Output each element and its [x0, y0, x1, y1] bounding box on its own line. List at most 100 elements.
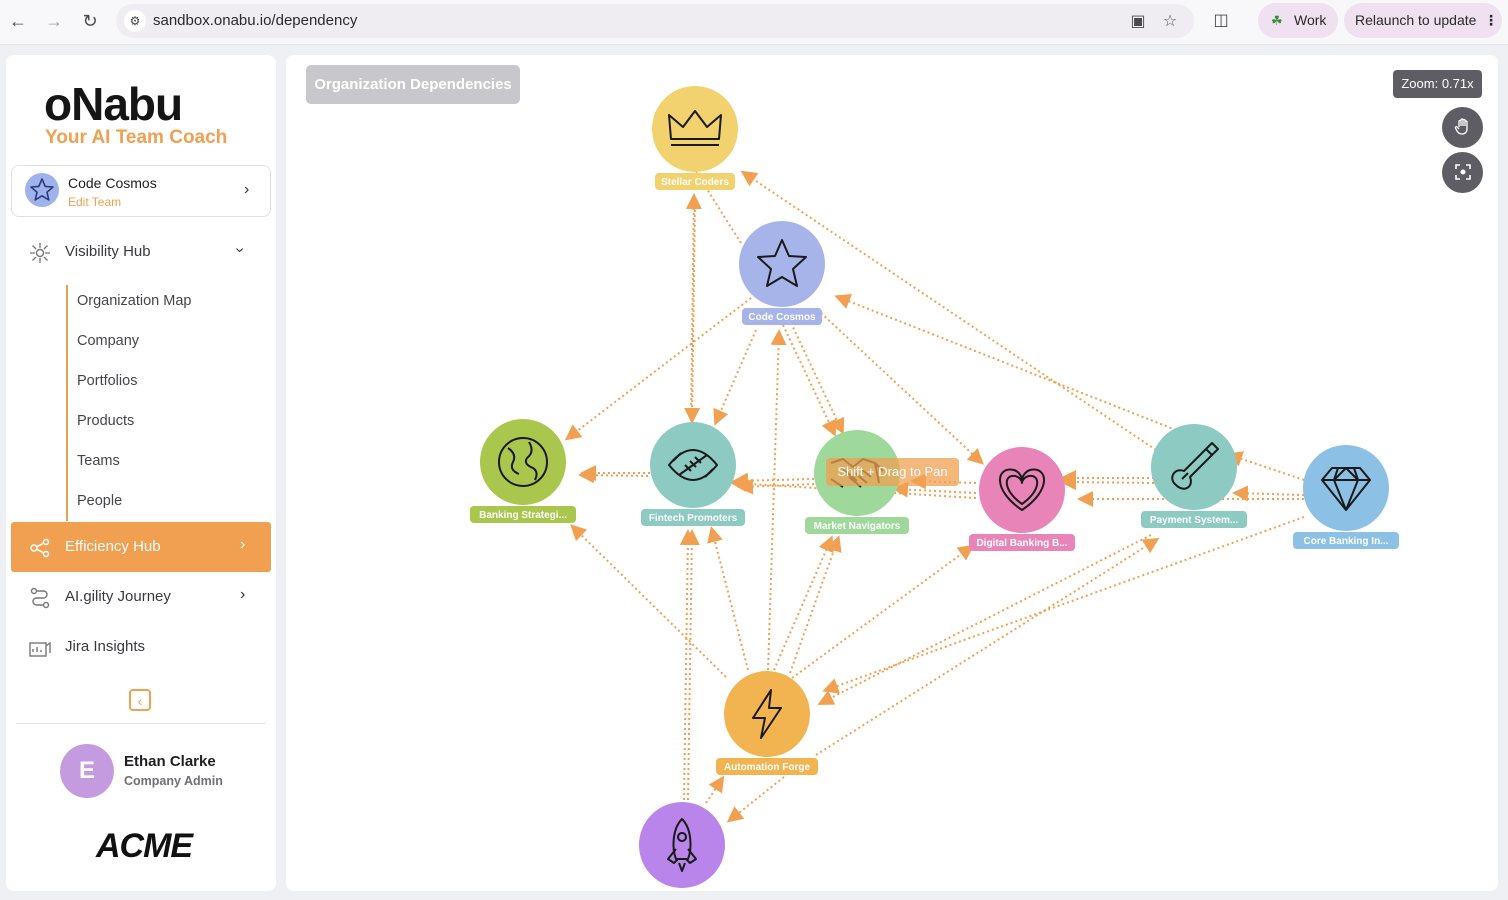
edge: [789, 535, 842, 674]
edge: [726, 776, 785, 823]
node-label: Core Banking In...: [1303, 536, 1388, 547]
chevron-right-icon: ›: [240, 586, 246, 603]
more-menu-icon[interactable]: ⋮: [1484, 12, 1498, 28]
edge: [834, 293, 1177, 431]
address-bar[interactable]: ⚙ sandbox.onabu.io/dependency ▣ ☆: [116, 4, 1194, 38]
fit-view-button[interactable]: [1442, 152, 1483, 193]
bookmark-star-icon[interactable]: ☆: [1162, 13, 1178, 30]
profile-button[interactable]: ☘ Work: [1258, 3, 1338, 38]
team-selector[interactable]: Code Cosmos Edit Team ›: [11, 165, 271, 217]
edge: [684, 199, 701, 424]
node-circle[interactable]: [639, 802, 725, 888]
football-icon: [668, 449, 718, 481]
edge: [1226, 451, 1305, 481]
user-avatar[interactable]: E: [60, 744, 114, 798]
page-title: Organization Dependencies: [306, 65, 520, 104]
sidebar-subitem-products[interactable]: Products: [77, 413, 135, 429]
sidebar-item-jira-insights[interactable]: Jira Insights: [11, 622, 271, 672]
node-cosmos[interactable]: Code Cosmos: [739, 221, 825, 325]
node-forge[interactable]: Automation Forge: [716, 671, 818, 775]
reload-icon[interactable]: ↻: [82, 11, 98, 31]
chevron-right-icon: ›: [240, 536, 246, 553]
onabu-logo[interactable]: oNabu Your AI Team Coach: [44, 78, 227, 148]
company-logo: ACME: [96, 827, 193, 865]
back-icon[interactable]: ←: [9, 11, 27, 31]
sidebar-subitem-people[interactable]: People: [77, 493, 123, 509]
collapse-sidebar-button[interactable]: ‹: [129, 689, 151, 711]
sidebar-item-label: Visibility Hub: [65, 243, 151, 260]
url-text: sandbox.onabu.io/dependency: [153, 12, 358, 29]
node-banking[interactable]: Banking Strategi...: [470, 419, 576, 523]
zoom-level: Zoom: 0.71x: [1393, 70, 1482, 98]
site-settings-icon[interactable]: ⚙: [124, 10, 146, 32]
node-payment[interactable]: Payment System...: [1141, 424, 1247, 528]
user-role: Company Admin: [124, 774, 223, 788]
heart-icon: [999, 468, 1045, 511]
sidebar-item-efficiency-hub[interactable]: Efficiency Hub ›: [11, 522, 271, 572]
logo-text: oNabu: [44, 78, 183, 130]
sidebar-divider: [16, 723, 266, 724]
node-circle[interactable]: [652, 86, 738, 172]
edge: [791, 544, 975, 679]
node-label-badge: [969, 534, 1075, 551]
pan-hint-tooltip: Shift + Drag to Pan: [826, 458, 959, 486]
node-circle[interactable]: [739, 221, 825, 307]
node-label: Payment System...: [1150, 515, 1239, 526]
sidebar-subitem-portfolios[interactable]: Portfolios: [77, 373, 138, 389]
node-label-badge: [742, 308, 822, 325]
edge: [892, 481, 977, 498]
node-circle[interactable]: [1303, 445, 1389, 531]
relaunch-button[interactable]: Relaunch to update ⋮: [1344, 3, 1502, 38]
team-avatar: [25, 173, 59, 207]
node-label-badge: [655, 173, 735, 190]
sidebar-subitem-organization-map[interactable]: Organization Map: [77, 293, 192, 309]
extensions-icon[interactable]: ◫: [1213, 12, 1229, 29]
team-name: Code Cosmos: [68, 175, 157, 191]
pan-hand-button[interactable]: [1442, 107, 1483, 148]
node-label: Digital Banking B...: [976, 538, 1067, 549]
node-circle[interactable]: [979, 447, 1065, 533]
sidebar-item-agility-journey[interactable]: AI.gility Journey ›: [11, 572, 271, 622]
node-label: Stellar Coders: [661, 177, 729, 188]
sidebar-item-visibility-hub[interactable]: Visibility Hub ›: [11, 227, 271, 277]
node-digital[interactable]: Digital Banking B...: [969, 447, 1075, 551]
sidebar-subitem-teams[interactable]: Teams: [77, 453, 120, 469]
lightning-icon: [752, 689, 782, 739]
rocket-icon: [667, 818, 697, 872]
diamond-icon: [1321, 467, 1371, 511]
sidebar-subitem-company[interactable]: Company: [77, 333, 140, 349]
route-icon: [30, 587, 50, 609]
forward-icon[interactable]: →: [45, 11, 63, 31]
node-label-badge: [1141, 511, 1247, 528]
edge: [737, 478, 815, 495]
node-circle[interactable]: [480, 419, 566, 505]
browser-toolbar: ← → ↻ ⚙ sandbox.onabu.io/dependency ▣ ☆ …: [0, 0, 1508, 45]
node-circle[interactable]: [1151, 424, 1237, 510]
globe-icon: [498, 437, 548, 487]
edit-team-link[interactable]: Edit Team: [68, 195, 122, 209]
edge: [817, 534, 1152, 705]
node-label: Fintech Promoters: [649, 513, 738, 524]
install-app-icon[interactable]: ▣: [1130, 13, 1146, 30]
node-label-badge: [470, 506, 576, 523]
node-circle[interactable]: [724, 671, 810, 757]
star-icon: [757, 239, 807, 287]
edge: [1232, 485, 1305, 502]
relaunch-label: Relaunch to update: [1355, 12, 1477, 28]
node-label: Market Navigators: [814, 521, 901, 532]
star-icon: [30, 178, 54, 201]
node-core[interactable]: Core Banking In...: [1293, 445, 1399, 549]
edge: [1060, 474, 1155, 491]
node-label-badge: [716, 758, 818, 775]
profile-avatar-icon: ☘: [1271, 13, 1283, 28]
logo-tagline: Your AI Team Coach: [45, 127, 228, 148]
node-label: Automation Forge: [724, 762, 811, 773]
edge: [695, 171, 742, 244]
node-fintech[interactable]: Fintech Promoters: [641, 422, 745, 526]
focus-frame-icon: [1454, 164, 1471, 180]
edge: [705, 775, 725, 804]
node-rocket[interactable]: [639, 802, 725, 888]
node-stellar[interactable]: Stellar Coders: [652, 86, 738, 190]
